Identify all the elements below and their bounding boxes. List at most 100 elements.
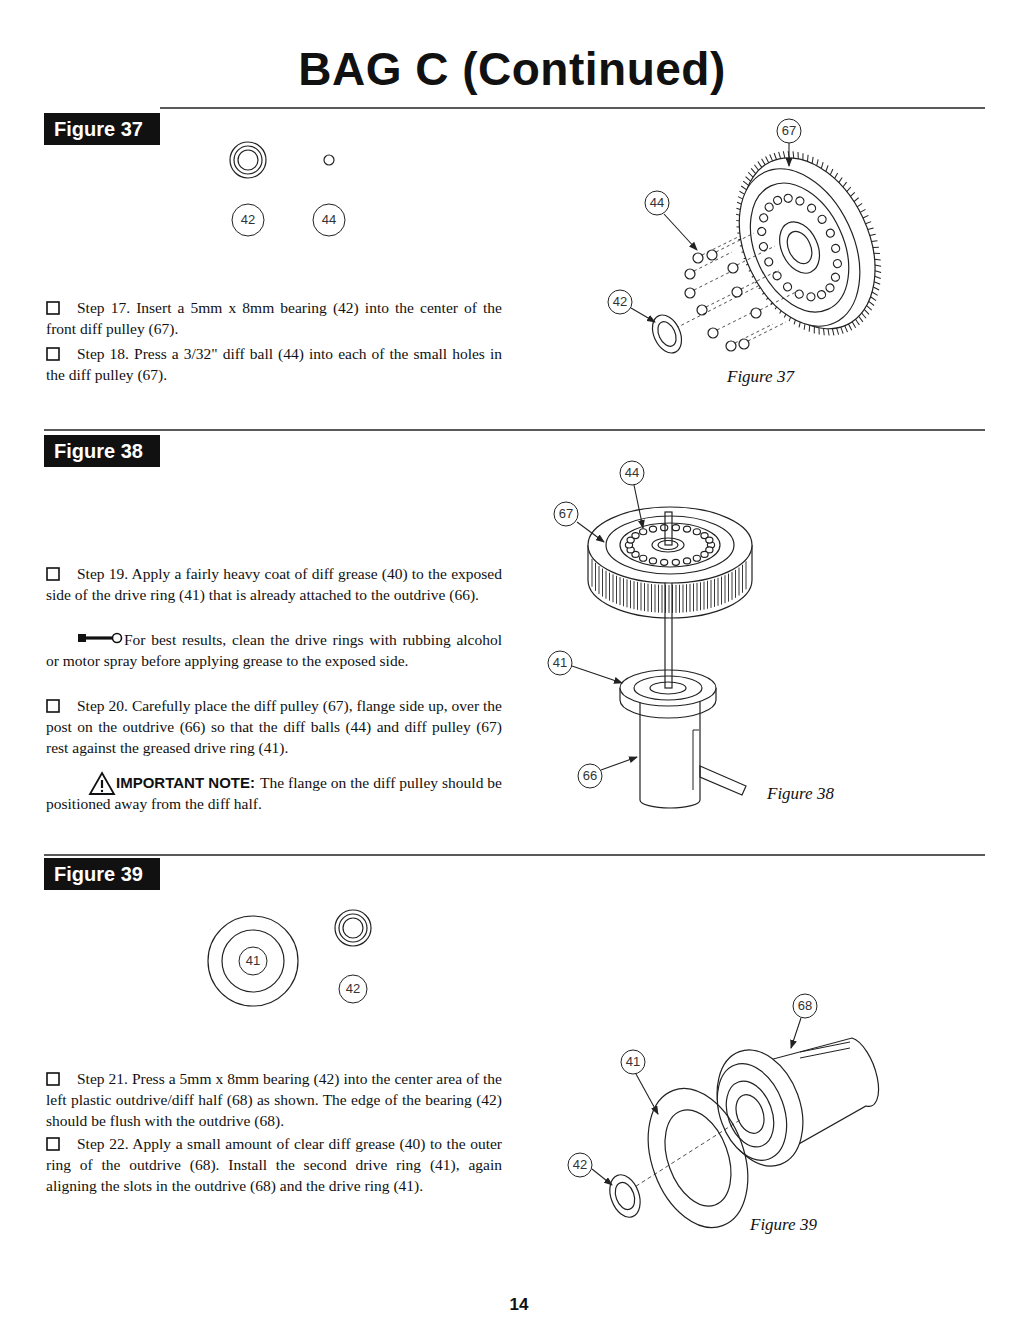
figure-tab-label: Figure 37: [54, 118, 143, 141]
outdrive-slot: [800, 1048, 850, 1058]
pulley-tooth: [821, 328, 826, 335]
pulley-tooth: [869, 300, 874, 307]
pulley-tooth: [850, 192, 856, 196]
diff-ball: [661, 559, 668, 565]
bearing: [647, 310, 687, 357]
pulley-tooth: [690, 584, 691, 612]
pulley-tooth: [758, 161, 762, 168]
pulley-flange: [731, 167, 868, 327]
callout-number: 42: [608, 290, 632, 314]
pulley-tooth: [807, 325, 812, 332]
assembly-path: [676, 285, 760, 328]
callout-circle: [578, 764, 602, 788]
bearing-icon: [343, 918, 363, 938]
pulley-tooth: [873, 285, 879, 291]
leader-line: [572, 666, 622, 683]
diff-ball: [640, 555, 647, 561]
pulley-tooth: [824, 165, 830, 171]
ball-hole: [830, 272, 841, 283]
leader-line: [634, 485, 643, 528]
pulley-tooth: [836, 328, 840, 335]
callout-circle: [568, 1153, 592, 1177]
callout-number: 42: [232, 204, 264, 236]
diff-ball: [649, 558, 656, 564]
drive-ring-hole: [653, 1101, 744, 1215]
figure-tab-label: Figure 39: [54, 863, 143, 886]
pulley-tooth: [766, 156, 769, 162]
callout-circle: [793, 994, 817, 1018]
pulley-tooth: [613, 574, 614, 602]
step-text: Step 21. Press a 5mm x 8mm bearing (42) …: [46, 1068, 502, 1131]
drive-ring: [630, 1075, 766, 1242]
pulley-tooth: [872, 290, 878, 297]
pulley-tooth: [810, 157, 816, 164]
assembly-path: [694, 271, 732, 290]
ball-hole: [795, 196, 806, 207]
pulley-tooth: [762, 159, 766, 166]
step-text: Step 18. Press a 3/32" diff ball (44) in…: [46, 343, 502, 385]
pulley-tooth: [743, 180, 748, 187]
checkbox: [47, 1073, 59, 1085]
ball-hole: [763, 257, 774, 268]
pulley-tooth: [735, 570, 736, 598]
checkbox: [47, 348, 59, 360]
ball-hole: [772, 195, 783, 206]
pulley-tooth: [805, 155, 810, 162]
pulley-tooth: [833, 173, 839, 179]
ball-hole: [825, 228, 836, 239]
pulley-tooth: [707, 581, 708, 609]
bearing: [654, 319, 679, 349]
bearing: [604, 1171, 645, 1222]
diff-ball: [672, 525, 679, 531]
pulley-tooth: [676, 585, 677, 613]
diff-ball: [632, 533, 639, 539]
tip-wrench-icon: [78, 634, 122, 643]
figure-caption: Figure 38: [767, 784, 834, 804]
callout-circle: [548, 651, 572, 675]
pulley-tooth: [812, 327, 817, 334]
pulley-tooth: [840, 327, 844, 334]
step-text: Step 20. Carefully place the diff pulley…: [46, 695, 502, 758]
assembly-path: [741, 270, 779, 289]
pulley-tooth: [791, 151, 796, 158]
pulley-tooth: [846, 187, 852, 192]
callout-circle: [232, 204, 264, 236]
pulley-tooth: [829, 169, 835, 175]
figure-caption: Figure 37: [727, 367, 794, 387]
pulley-tooth: [831, 329, 835, 336]
pulley-tooth: [721, 577, 722, 605]
section-rule: [44, 854, 985, 855]
diff-ball: [708, 328, 718, 338]
callout-number: 41: [239, 947, 267, 975]
pulley-tooth: [842, 182, 848, 187]
diff-ball: [693, 555, 700, 561]
pulley-hub: [772, 215, 827, 279]
pulley-tooth: [837, 177, 843, 182]
pulley-tooth: [871, 295, 876, 302]
warning-icon: [90, 773, 114, 794]
step-text: Step 17. Insert a 5mm x 8mm bearing (42)…: [46, 297, 502, 339]
ball-hole: [830, 243, 841, 254]
bearing-icon: [230, 142, 266, 178]
ball-hole: [825, 283, 836, 294]
pulley-tooth: [770, 154, 773, 160]
drive-ring-icon: [208, 916, 298, 1006]
pulley-tooth: [693, 583, 694, 611]
figure-tab-label: Figure 38: [54, 440, 143, 463]
callout-number: 42: [568, 1153, 592, 1177]
ball-hole: [758, 241, 769, 252]
step-text: For best results, clean the drive rings …: [46, 629, 502, 671]
pulley-tooth: [669, 585, 670, 613]
pulley-tooth: [665, 585, 666, 613]
callout-circle: [620, 461, 644, 485]
diff-ball: [697, 305, 707, 315]
pulley-tooth: [873, 245, 879, 250]
ball-hole: [764, 202, 775, 213]
callout-number: 66: [578, 764, 602, 788]
pulley-tooth: [874, 257, 880, 262]
checkbox: [47, 700, 59, 712]
note-paragraph: IMPORTANT NOTE:The flange on the diff pu…: [46, 772, 502, 814]
outdrive-face: [705, 1054, 799, 1170]
figure-tab: Figure 39: [44, 858, 160, 890]
pulley-tooth: [867, 304, 872, 311]
